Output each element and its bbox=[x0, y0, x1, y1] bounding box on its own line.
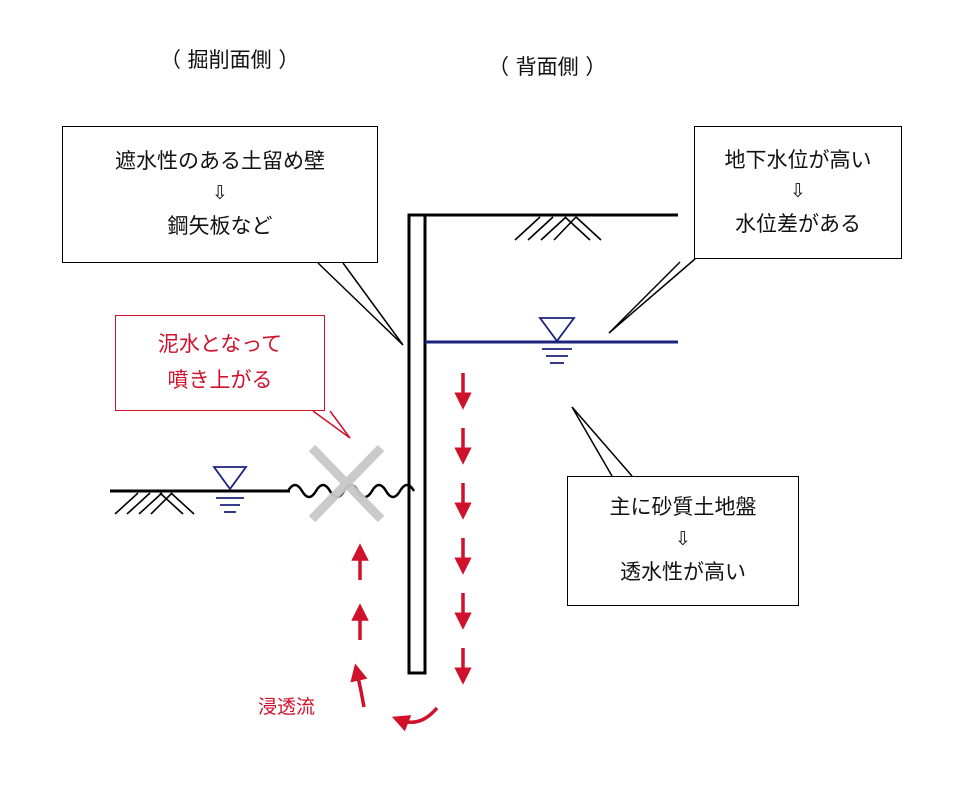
wall-callout-line2: 鋼矢板など bbox=[167, 214, 273, 238]
mud-callout-box: 泥水となって 噴き上がる bbox=[115, 315, 325, 411]
back-side-label: （ 背面側 ） bbox=[488, 55, 607, 79]
seepage-up-arrows bbox=[350, 543, 369, 708]
wall-callout-box: 遮水性のある土留め壁 ⇩ 鋼矢板など bbox=[62, 126, 378, 263]
mud-callout-pointer bbox=[312, 410, 351, 439]
groundwater-callout-box: 地下水位が高い ⇩ 水位差がある bbox=[694, 126, 902, 259]
mud-callout-line2: 噴き上がる bbox=[167, 368, 273, 392]
soil-callout-line2: 透水性が高い bbox=[620, 560, 746, 584]
seepage-arrow-curve bbox=[391, 706, 439, 732]
groundwater-callout-line2: 水位差がある bbox=[735, 212, 861, 236]
down-arrow-icon: ⇩ bbox=[675, 528, 691, 550]
soil-callout-line1: 主に砂質土地盤 bbox=[609, 495, 757, 519]
soil-callout-pointer bbox=[571, 406, 633, 477]
back-ground-hatching bbox=[514, 216, 602, 241]
down-arrow-icon: ⇩ bbox=[212, 182, 228, 204]
seepage-flow-label: 浸透流 bbox=[258, 696, 316, 718]
groundwater-callout-line1: 地下水位が高い bbox=[724, 148, 872, 172]
down-arrow-icon: ⇩ bbox=[790, 180, 806, 202]
excavation-ground-hatching bbox=[114, 492, 195, 515]
failure-x-mark bbox=[308, 444, 385, 523]
soil-callout-box: 主に砂質土地盤 ⇩ 透水性が高い bbox=[567, 476, 799, 606]
wall-callout-pointer bbox=[317, 262, 404, 346]
wall-callout-line1: 遮水性のある土留め壁 bbox=[115, 149, 325, 173]
excavation-side-label: （ 掘削面側 ） bbox=[160, 48, 300, 72]
mud-callout-line1: 泥水となって bbox=[157, 332, 283, 356]
excavation-water-symbol bbox=[212, 466, 248, 513]
groundwater-callout-pointer bbox=[608, 258, 696, 334]
sheet-pile-wall bbox=[407, 213, 427, 675]
back-water-symbol bbox=[538, 317, 576, 364]
seepage-arrow-up bbox=[350, 663, 368, 708]
